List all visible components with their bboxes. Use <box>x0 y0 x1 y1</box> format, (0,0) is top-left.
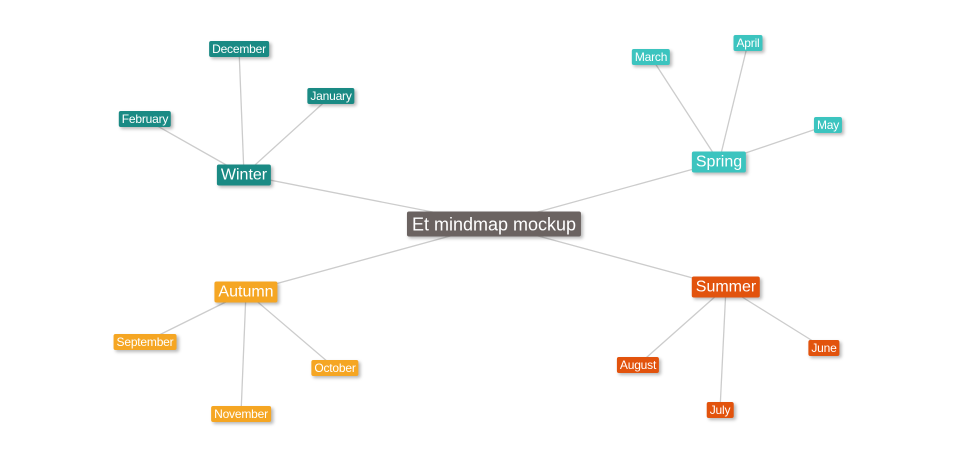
link-summer-july <box>719 286 727 411</box>
node-june[interactable]: June <box>808 340 840 356</box>
node-july[interactable]: July <box>706 402 734 418</box>
link-autumn-november <box>240 291 247 415</box>
node-august[interactable]: August <box>616 357 660 373</box>
node-december[interactable]: December <box>209 41 269 57</box>
link-spring-march <box>650 56 720 163</box>
node-root[interactable]: Et mindmap mockup <box>406 211 582 237</box>
node-april[interactable]: April <box>733 35 763 51</box>
node-may[interactable]: May <box>813 117 843 133</box>
node-march[interactable]: March <box>631 49 671 65</box>
node-spring[interactable]: Spring <box>691 151 747 173</box>
link-summer-august <box>637 286 727 366</box>
node-february[interactable]: February <box>118 111 172 127</box>
link-autumn-october <box>245 291 336 369</box>
node-summer[interactable]: Summer <box>691 276 761 298</box>
node-autumn[interactable]: Autumn <box>214 281 278 303</box>
node-september[interactable]: September <box>113 334 177 350</box>
node-november[interactable]: November <box>211 406 271 422</box>
node-winter[interactable]: Winter <box>216 164 272 186</box>
link-winter-january <box>243 95 332 176</box>
node-january[interactable]: January <box>307 88 355 104</box>
node-october[interactable]: October <box>311 360 359 376</box>
link-winter-december <box>238 48 245 176</box>
link-spring-april <box>718 42 749 163</box>
